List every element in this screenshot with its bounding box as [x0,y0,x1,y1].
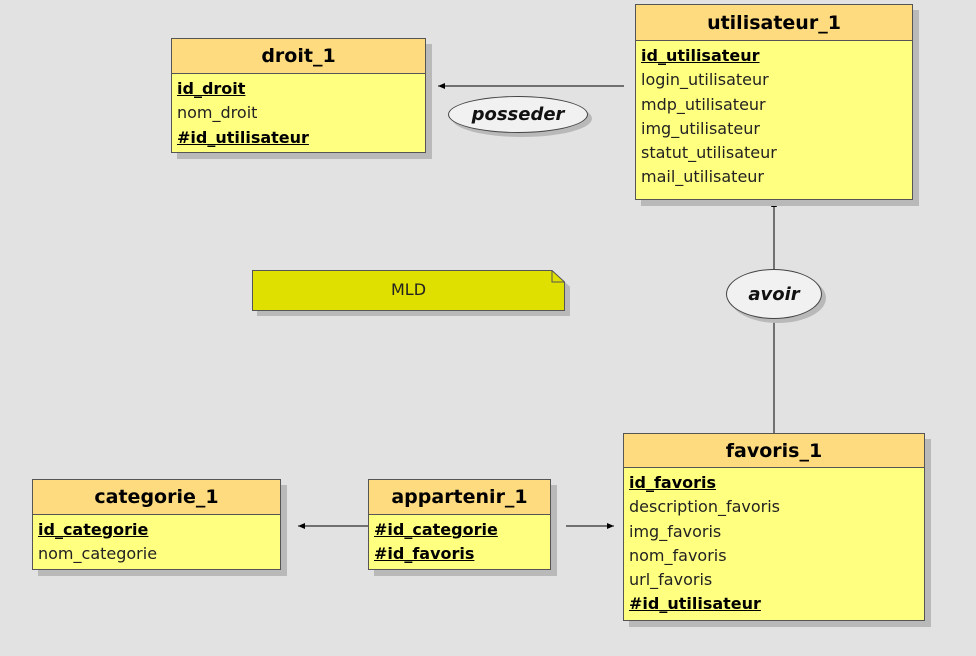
entity-droit-title: droit_1 [172,39,425,74]
entity-utilisateur-field: mail_utilisateur [641,167,765,187]
entity-appartenir-field: #id_favoris [374,544,475,564]
entity-favoris-fields: id_favoris description_favoris img_favoris… [624,468,924,617]
entity-utilisateur[interactable]: utilisateur_1 id_utilisateur login_utilis… [635,4,913,200]
entity-appartenir[interactable]: appartenir_1 #id_categorie #id_favoris [368,479,551,570]
entity-categorie[interactable]: categorie_1 id_categorie nom_categorie [32,479,281,570]
entity-categorie-title: categorie_1 [33,480,280,515]
entity-appartenir-title: appartenir_1 [369,480,550,515]
note-shape [252,270,565,311]
entity-categorie-field: id_categorie [38,520,149,539]
entity-utilisateur-field: statut_utilisateur [641,143,777,163]
note-mld-text: MLD [390,279,427,299]
entity-categorie-fields: id_categorie nom_categorie [33,515,280,567]
entity-utilisateur-field: img_utilisateur [641,118,760,138]
entity-favoris-field: url_favoris [629,570,713,590]
entity-favoris-title: favoris_1 [624,434,924,468]
entity-droit-field: id_droit [177,79,246,98]
relation-posseder[interactable]: posseder [448,96,588,133]
entity-favoris-field: img_favoris [629,521,722,541]
entity-droit[interactable]: droit_1 id_droit nom_droit #id_utilisateur [171,38,426,153]
entity-favoris-field: description_favoris [629,497,781,517]
entity-droit-fields: id_droit nom_droit #id_utilisateur [172,74,425,150]
entity-utilisateur-fields: id_utilisateur login_utilisateur mdp_utili… [636,41,912,190]
entity-utilisateur-field: mdp_utilisateur [641,94,766,114]
entity-utilisateur-field: id_utilisateur [641,46,760,65]
entity-favoris-field: #id_utilisateur [629,594,761,614]
relation-avoir[interactable]: avoir [726,269,822,319]
entity-droit-field: #id_utilisateur [177,127,309,147]
entity-utilisateur-field: login_utilisateur [641,70,769,90]
entity-appartenir-fields: #id_categorie #id_favoris [369,515,550,567]
entity-appartenir-field: #id_categorie [374,520,498,539]
note-mld[interactable]: MLD [252,270,565,311]
entity-droit-field: nom_droit [177,103,258,123]
entity-favoris-field: nom_favoris [629,545,727,565]
entity-utilisateur-title: utilisateur_1 [636,5,912,41]
entity-categorie-field: nom_categorie [38,544,158,564]
entity-favoris-field: id_favoris [629,473,717,492]
